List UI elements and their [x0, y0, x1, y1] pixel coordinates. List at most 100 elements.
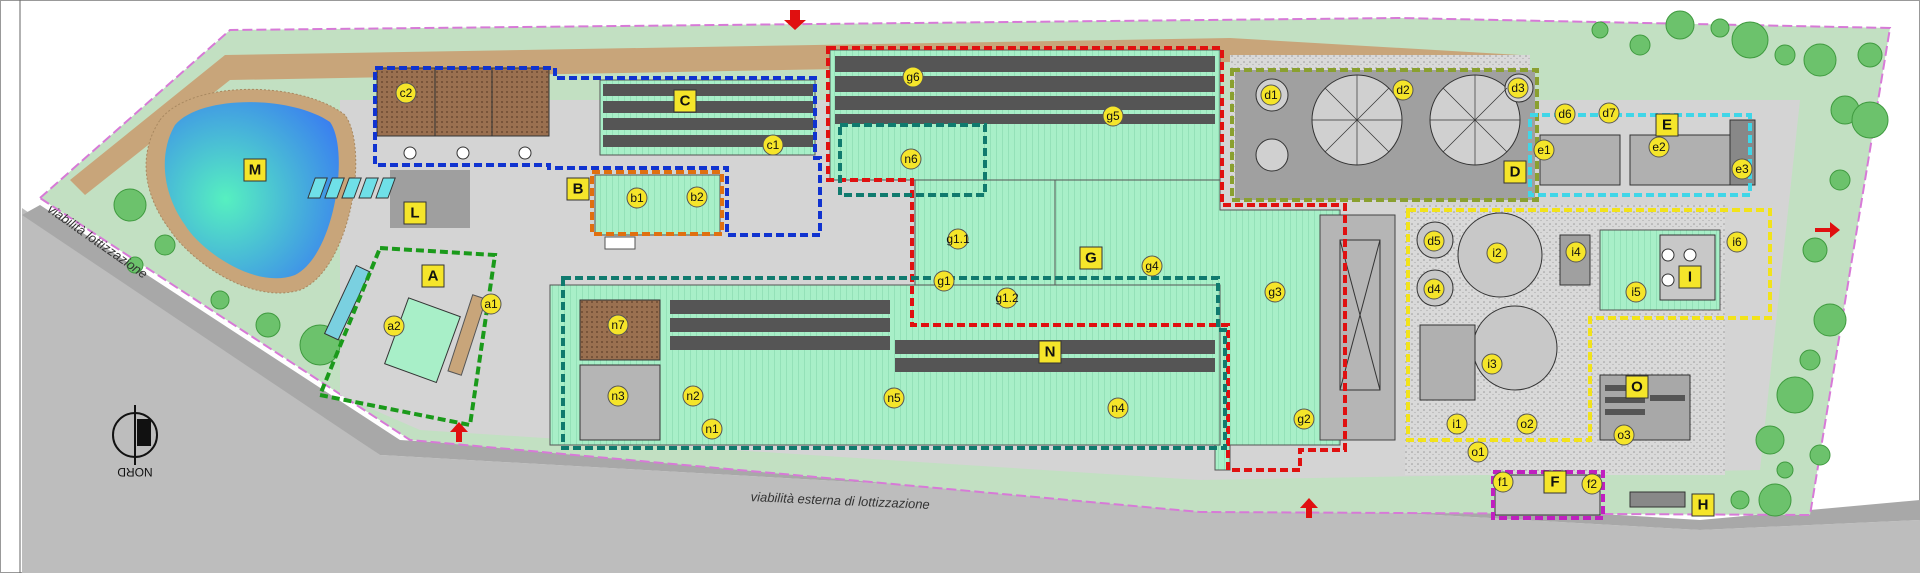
road-shoulder — [22, 205, 1920, 530]
marker-e2-dot — [1648, 136, 1670, 158]
marker-n6-dot — [900, 148, 922, 170]
marker-e1-dot — [1533, 139, 1555, 161]
d-tank-spokes — [1312, 75, 1520, 165]
marker-n7-label: n7 — [611, 318, 625, 332]
marker-b2-dot — [686, 186, 708, 208]
marker-i1-label: i1 — [1452, 417, 1462, 431]
marker-i4-label: i4 — [1571, 245, 1581, 259]
marker-i2-label: i2 — [1492, 246, 1502, 260]
marker-g11-label: g1.1 — [946, 232, 970, 246]
marker-e2-label: e2 — [1652, 140, 1666, 154]
soil-embankment — [70, 38, 1520, 195]
marker-g6-label: g6 — [906, 70, 920, 84]
marker-c1-label: c1 — [767, 138, 780, 152]
marker-n2-label: n2 — [686, 389, 700, 403]
trees — [113, 10, 1889, 517]
zone-e-badge — [1655, 113, 1679, 137]
marker-n5-dot — [883, 387, 905, 409]
north-label: NORD — [117, 465, 153, 479]
zone-i-outline — [1406, 208, 1772, 442]
process-line-frame — [1339, 239, 1381, 391]
marker-b1-dot — [626, 187, 648, 209]
marker-n4-label: n4 — [1111, 401, 1125, 415]
marker-a1-label: a1 — [484, 297, 498, 311]
a1-strip — [447, 294, 487, 376]
marker-n1-dot — [701, 418, 723, 440]
external-road — [22, 208, 1920, 573]
marker-g5-label: g5 — [1106, 109, 1120, 123]
zone-h-label: H — [1698, 497, 1709, 514]
marker-d7-label: d7 — [1602, 106, 1616, 120]
zone-m-label: M — [249, 162, 262, 179]
marker-i1-dot — [1446, 413, 1468, 435]
zone-d-outline — [1230, 68, 1539, 202]
marker-o1-dot — [1467, 441, 1489, 463]
marker-e3-label: e3 — [1735, 162, 1749, 176]
zone-e-label: E — [1662, 117, 1672, 134]
zone-a-label: A — [428, 268, 439, 285]
process-line — [1319, 214, 1396, 441]
marker-g3-label: g3 — [1268, 285, 1282, 299]
marker-i3-dot — [1481, 353, 1503, 375]
zone-n-badge — [1038, 340, 1062, 364]
marker-i2-dot — [1486, 242, 1508, 264]
zone-b-outline — [590, 170, 724, 236]
marker-g2-dot — [1293, 408, 1315, 430]
zone-l-building — [390, 170, 470, 228]
zone-c-label: C — [680, 93, 691, 110]
zone-e-outline — [1528, 113, 1752, 197]
zone-g-inner-outline — [838, 123, 987, 197]
g6-rows — [835, 56, 1215, 124]
marker-i6-dot — [1726, 231, 1748, 253]
marker-g4-dot — [1141, 255, 1163, 277]
marker-n5-label: n5 — [887, 391, 901, 405]
i-small-tanks — [1661, 248, 1697, 287]
marker-d2-dot — [1392, 79, 1414, 101]
marker-i6-label: i6 — [1732, 235, 1742, 249]
marker-g12-dot — [996, 287, 1018, 309]
marker-n6-label: n6 — [904, 152, 918, 166]
marker-d3-label: d3 — [1511, 81, 1525, 95]
marker-d5-label: d5 — [1427, 234, 1441, 248]
zone-d-label: D — [1510, 164, 1521, 181]
marker-g6-dot — [902, 66, 924, 88]
marker-e1-label: e1 — [1537, 143, 1551, 157]
zone-h-badge — [1691, 493, 1715, 517]
marker-d6-label: d6 — [1558, 107, 1572, 121]
zone-f-label: F — [1550, 474, 1559, 491]
zone-i-label: I — [1688, 269, 1692, 286]
marker-c2-label: c2 — [400, 86, 413, 100]
marker-b1-label: b1 — [630, 191, 644, 205]
zone-d-badge — [1503, 160, 1527, 184]
marker-n4-dot — [1107, 397, 1129, 419]
zone-b-badge — [566, 177, 590, 201]
marker-a2-dot — [383, 315, 405, 337]
zone-a-outline — [317, 245, 498, 428]
i1-unit — [1419, 324, 1476, 401]
marker-f1-label: f1 — [1498, 475, 1508, 489]
entry-arrows — [450, 10, 1840, 518]
marker-o3-label: o3 — [1617, 428, 1631, 442]
zone-f-badge — [1543, 470, 1567, 494]
zone-g-badge — [1079, 246, 1103, 270]
marker-o1-label: o1 — [1471, 445, 1485, 459]
marker-d3-dot — [1507, 77, 1529, 99]
marker-n7-dot — [607, 314, 629, 336]
zone-c-outline — [373, 66, 822, 237]
marker-g1-dot — [933, 270, 955, 292]
zone-b-label: B — [573, 181, 584, 198]
zone-o-label: O — [1631, 379, 1643, 396]
zone-n-label: N — [1045, 344, 1056, 361]
h-unit — [1629, 491, 1686, 508]
b-cabin — [604, 236, 636, 250]
marker-e3-dot — [1731, 158, 1753, 180]
zone-a-badge — [421, 264, 445, 288]
marker-d1-dot — [1260, 84, 1282, 106]
marker-d7-dot — [1598, 102, 1620, 124]
marker-g5-dot — [1102, 105, 1124, 127]
north-arrow-icon — [112, 405, 158, 465]
marker-d2-label: d2 — [1396, 83, 1410, 97]
solar-panels — [307, 177, 396, 199]
marker-g2-label: g2 — [1297, 412, 1311, 426]
